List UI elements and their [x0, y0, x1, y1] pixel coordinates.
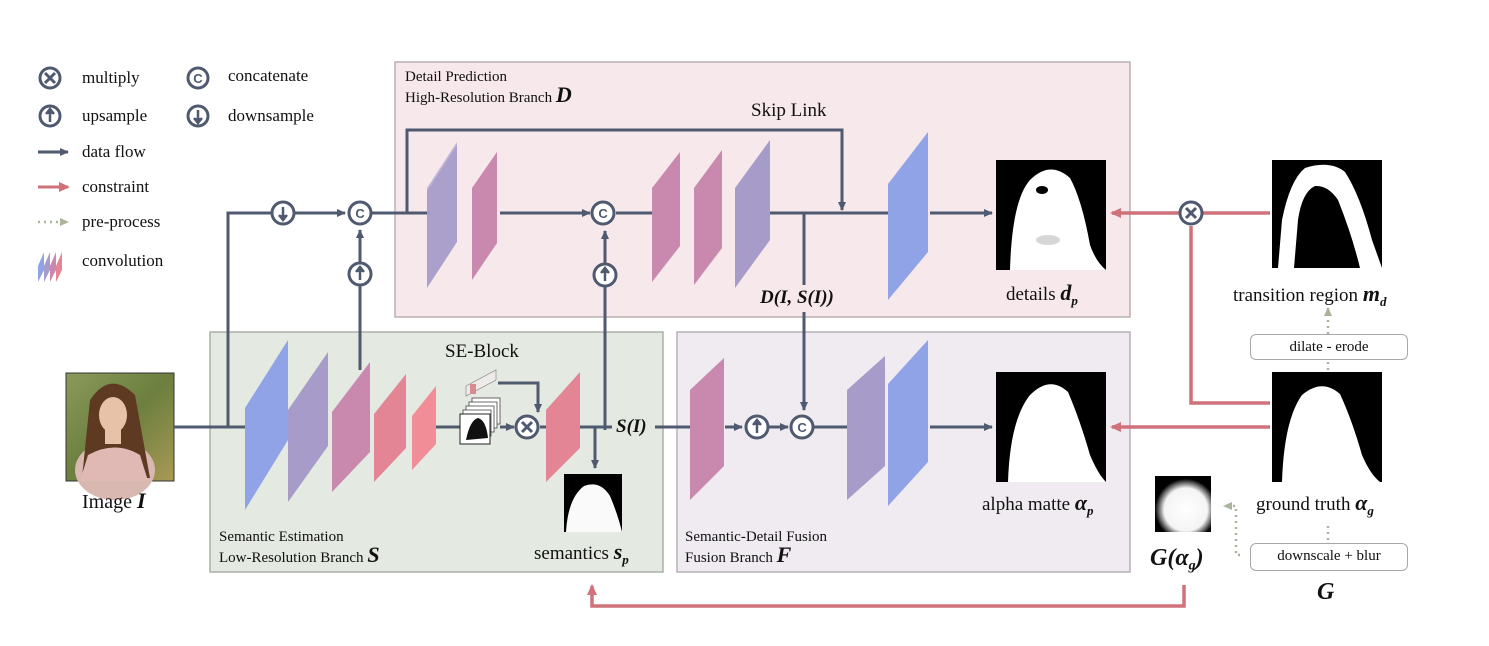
semantics-caption: semantics sp — [534, 539, 629, 567]
fusion-conv-3 — [888, 340, 928, 506]
constraint-lines — [587, 208, 1270, 608]
downsample-op — [270, 200, 296, 226]
legend: C — [38, 66, 210, 282]
s-output-label: S(I) — [616, 416, 647, 437]
multiply-op-se — [514, 414, 540, 440]
g-alpha-image — [1155, 476, 1211, 532]
fusion-conv-1 — [690, 358, 724, 500]
upsample-op-2 — [592, 262, 618, 288]
legend-constraint-label: constraint — [82, 177, 150, 196]
concat-op-1: C — [347, 200, 373, 226]
svg-text:C: C — [355, 206, 365, 221]
semantic-conv-3 — [332, 362, 370, 492]
legend-upsample-label: upsample — [82, 106, 148, 125]
legend-multiply-label: multiply — [82, 68, 140, 87]
alpha-matte-caption: alpha matte αp — [982, 490, 1094, 518]
legend-convolution-label: convolution — [82, 251, 164, 270]
semantic-conv-5 — [412, 386, 436, 470]
semantic-branch-title: Semantic Estimation Low-Resolution Branc… — [219, 529, 380, 567]
transition-region-caption: transition region md — [1233, 281, 1387, 309]
upsample-icon — [38, 104, 62, 128]
legend-pre-process-label: pre-process — [82, 212, 161, 231]
g-symbol-label: G — [1317, 579, 1335, 605]
ground-truth-caption: ground truth αg — [1256, 490, 1374, 518]
svg-text:C: C — [193, 71, 203, 86]
fusion-branch-title: Semantic-Detail Fusion Fusion Branch F — [685, 529, 828, 567]
upsample-op-fusion — [744, 414, 770, 440]
g-alpha-caption: G(αg) — [1150, 545, 1204, 574]
dilate-erode-box: dilate - erode — [1250, 334, 1408, 360]
svg-text:C: C — [598, 206, 608, 221]
detail-conv-3 — [652, 152, 680, 282]
alpha-matte-image — [996, 372, 1106, 482]
details-image — [996, 160, 1106, 270]
se-block-label: SE-Block — [445, 341, 519, 362]
skip-link-label: Skip Link — [751, 100, 827, 121]
semantic-conv-1 — [245, 340, 288, 510]
multiply-icon — [38, 66, 62, 90]
se-block-icon — [459, 369, 501, 445]
image-caption: Image I — [82, 488, 146, 513]
details-caption: details dp — [1006, 280, 1078, 308]
convolution-icon — [38, 252, 62, 282]
semantics-image — [564, 474, 622, 532]
semantic-conv-6 — [546, 372, 580, 482]
detail-conv-6 — [888, 132, 928, 300]
detail-branch-title: Detail Prediction High-Resolution Branch… — [405, 69, 572, 107]
legend-concatenate-label: concatenate — [228, 66, 309, 85]
transition-region-image — [1272, 160, 1382, 268]
concatenate-icon: C — [186, 66, 210, 90]
detail-conv-4 — [694, 150, 722, 285]
upsample-op-1 — [347, 261, 373, 287]
d-output-label: D(I, S(I)) — [760, 287, 834, 308]
input-image — [65, 372, 175, 500]
semantic-conv-4 — [374, 374, 406, 482]
fusion-conv-2 — [847, 356, 885, 500]
concat-op-fusion: C — [789, 414, 815, 440]
svg-text:C: C — [797, 420, 807, 435]
ground-truth-image — [1272, 372, 1382, 482]
detail-conv-5 — [735, 140, 770, 288]
semantic-conv-2 — [288, 352, 328, 502]
legend-data-flow-label: data flow — [82, 142, 146, 161]
detail-conv-2 — [472, 152, 497, 280]
downsample-icon — [186, 104, 210, 128]
data-flow-lines — [174, 128, 993, 469]
multiply-op-constraint — [1178, 200, 1204, 226]
legend-downsample-label: downsample — [228, 106, 314, 125]
concat-op-2: C — [590, 200, 616, 226]
pre-process-lines — [1223, 307, 1332, 557]
downscale-blur-box: downscale + blur — [1250, 543, 1408, 571]
detail-conv-1 — [427, 142, 457, 288]
